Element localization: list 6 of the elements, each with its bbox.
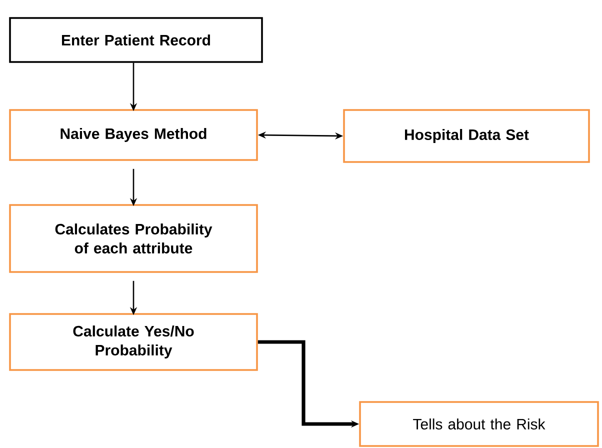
process-box: Tells about the Risk — [359, 401, 599, 447]
process-box: Hospital Data Set — [343, 109, 590, 163]
process-box: Calculates Probability of each attribute — [9, 204, 258, 273]
process-box: Calculate Yes/No Probability — [9, 313, 258, 371]
process-box: Enter Patient Record — [9, 17, 263, 63]
process-box: Naive Bayes Method — [9, 109, 258, 161]
